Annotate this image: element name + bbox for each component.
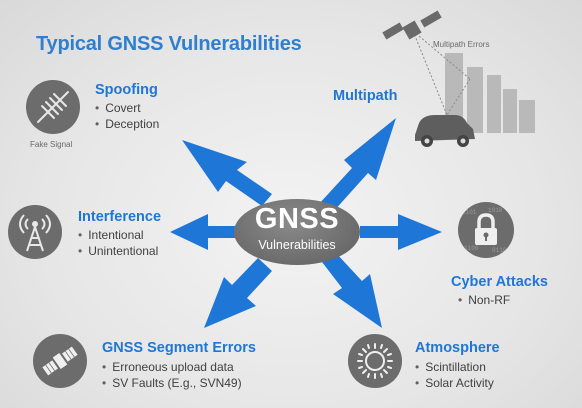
bullet-item: Non-RF [458,293,510,309]
satellite-icon [33,334,87,388]
svg-text:0110: 0110 [492,247,507,254]
bullet-item: Deception [95,117,159,133]
bullet-item: Solar Activity [415,376,494,392]
segment-heading: GNSS Segment Errors [102,340,256,356]
center-main-label: GNSS [254,203,340,235]
segment-bullets: Erroneous upload data SV Faults (E.g., S… [102,360,242,392]
svg-text:0101: 0101 [462,209,477,216]
cyber-heading: Cyber Attacks [451,274,548,290]
lock-icon: 0101 1010 1100 0110 [458,202,514,258]
svg-text:1010: 1010 [488,207,503,214]
atmosphere-heading: Atmosphere [415,340,500,356]
bullet-item: Erroneous upload data [102,360,242,376]
arrow-segment [204,258,272,328]
spoofing-heading: Spoofing [95,82,158,98]
antenna-icon [26,80,80,134]
sun-icon [348,334,402,388]
diagram-title: Typical GNSS Vulnerabilities [36,33,302,55]
multipath-heading: Multipath [333,88,398,104]
svg-text:1100: 1100 [464,245,479,252]
interference-heading: Interference [78,209,162,225]
bullet-item: Scintillation [415,360,494,376]
bullet-item: SV Faults (E.g., SVN49) [102,376,241,392]
arrow-interference [170,214,236,250]
multipath-errors-caption: Multipath Errors [433,40,490,49]
bullet-item: Covert [95,101,159,117]
radio-tower-icon [8,205,62,259]
arrow-spoofing [182,140,272,206]
arrow-multipath [318,118,396,212]
center-bubble: GNSS Vulnerabilities [234,199,360,265]
arrow-atmosphere [322,253,382,328]
interference-bullets: Intentional Unintentional [78,228,158,259]
center-sub-label: Vulnerabilities [258,238,336,252]
bullet-item: Unintentional [78,244,158,260]
satellite-car-city-icon [382,10,535,147]
cyber-bullets: Non-RF [458,293,510,309]
atmosphere-bullets: Scintillation Solar Activity [415,360,494,391]
arrow-cyber [360,214,442,250]
fake-signal-caption: Fake Signal [30,140,73,149]
bullet-item: Intentional [78,228,158,244]
spoofing-bullets: Covert Deception [95,101,159,132]
